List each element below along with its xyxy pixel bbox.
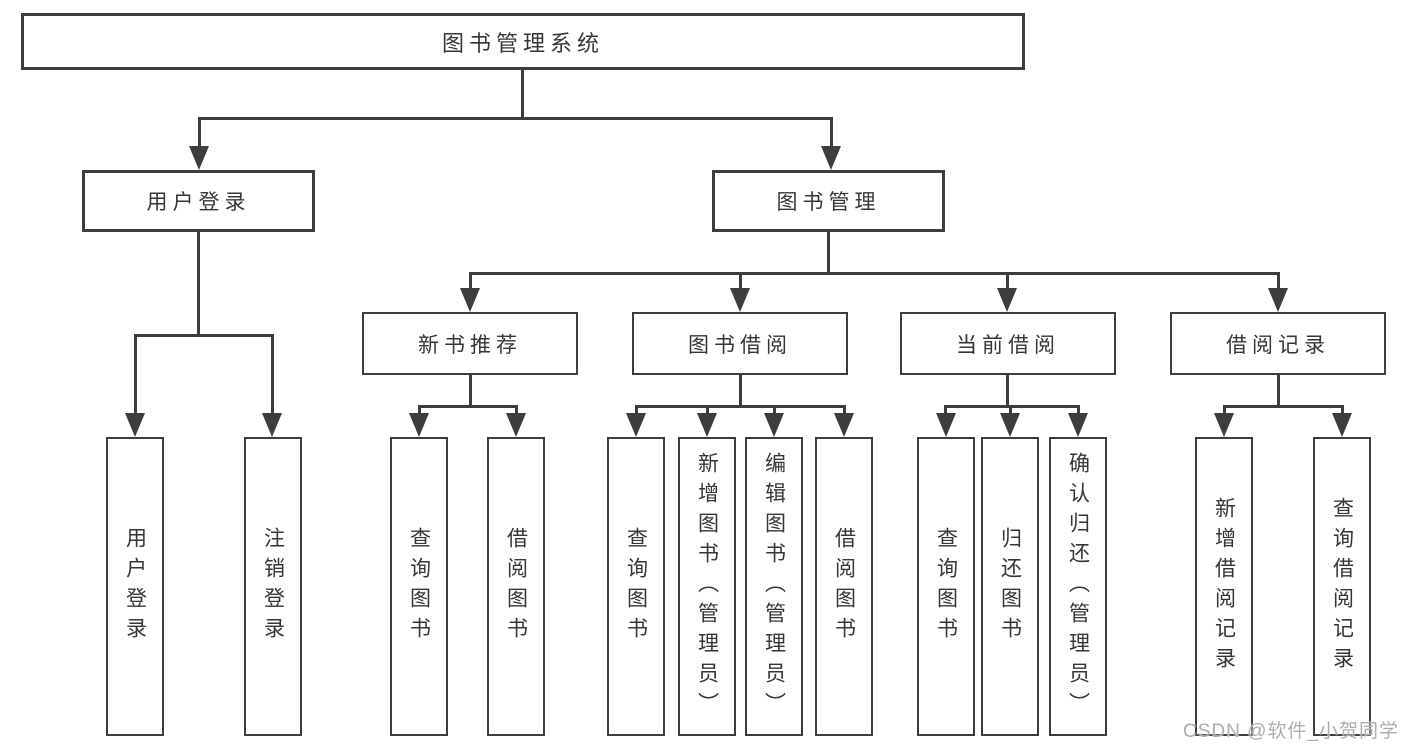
leaf-query-borrow-record-label: 查询借阅记录 <box>1330 496 1354 677</box>
node-root: 图书管理系统 <box>21 13 1025 70</box>
node-book-borrow-label: 图书借阅 <box>688 333 792 357</box>
arrowhead-down-icon <box>460 288 480 312</box>
connector-arrow-shaft <box>739 272 742 289</box>
leaf-return-books: 归还图书 <box>981 437 1039 736</box>
node-book-management: 图书管理 <box>712 170 945 232</box>
leaf-user-login: 用户登录 <box>106 437 164 736</box>
connector-arrow-shaft <box>1006 272 1009 289</box>
node-user-login-label: 用户登录 <box>146 191 251 214</box>
connector-level3-horizontal <box>469 272 1279 275</box>
node-current-borrow-label: 当前借阅 <box>956 333 1060 357</box>
leaf-recommend-query-books: 查询图书 <box>390 437 448 736</box>
arrowhead-down-icon <box>1268 288 1288 312</box>
leaf-add-borrow-record-label: 新增借阅记录 <box>1212 496 1236 677</box>
arrowhead-down-icon <box>936 413 956 437</box>
leaf-current-query-books-label: 查询图书 <box>934 526 958 647</box>
leaf-recommend-borrow-books: 借阅图书 <box>487 437 545 736</box>
leaf-current-query-books: 查询图书 <box>917 437 975 736</box>
node-borrow-records: 借阅记录 <box>1170 312 1386 375</box>
leaf-borrow-books-label: 借阅图书 <box>832 526 856 647</box>
connector-user-login-trunk <box>197 232 200 335</box>
arrowhead-down-icon <box>1068 413 1088 437</box>
connector-arrow-shaft <box>944 405 947 414</box>
node-new-book-recommend-label: 新书推荐 <box>418 333 522 357</box>
connector-arrow-shaft <box>843 405 846 414</box>
leaf-query-borrow-record: 查询借阅记录 <box>1313 437 1371 736</box>
leaf-borrow-query-books: 查询图书 <box>607 437 665 736</box>
node-book-management-label: 图书管理 <box>776 191 881 214</box>
arrowhead-down-icon <box>189 146 209 170</box>
connector-arrow-shaft <box>1223 405 1226 414</box>
connector-arrow-shaft <box>1277 272 1280 289</box>
leaf-logout: 注销登录 <box>244 437 302 736</box>
leaf-borrow-books: 借阅图书 <box>815 437 873 736</box>
arrowhead-down-icon <box>262 413 282 437</box>
leaf-add-books-admin: 新增图书（管理员） <box>678 437 736 736</box>
connector-arrow-shaft <box>198 117 201 147</box>
leaf-add-borrow-record: 新增借阅记录 <box>1195 437 1253 736</box>
connector-group-trunk <box>1277 375 1280 406</box>
connector-arrow-shaft <box>271 334 274 414</box>
arrowhead-down-icon <box>821 146 841 170</box>
arrowhead-down-icon <box>997 288 1017 312</box>
connector-arrow-shaft <box>1009 405 1012 414</box>
arrowhead-down-icon <box>626 413 646 437</box>
connector-arrow-shaft <box>773 405 776 414</box>
leaf-recommend-borrow-books-label: 借阅图书 <box>504 526 528 647</box>
connector-group-trunk <box>739 375 742 406</box>
node-new-book-recommend: 新书推荐 <box>362 312 578 375</box>
arrowhead-down-icon <box>125 413 145 437</box>
arrowhead-down-icon <box>697 413 717 437</box>
arrowhead-down-icon <box>1214 413 1234 437</box>
connector-arrow-shaft <box>830 117 833 147</box>
leaf-user-login-label: 用户登录 <box>123 526 147 647</box>
node-borrow-records-label: 借阅记录 <box>1226 333 1330 357</box>
node-book-borrow: 图书借阅 <box>632 312 848 375</box>
node-user-login: 用户登录 <box>82 170 315 232</box>
arrowhead-down-icon <box>409 413 429 437</box>
connector-root-trunk <box>521 70 524 118</box>
connector-group-trunk <box>469 375 472 406</box>
connector-group-horizontal <box>944 405 1080 408</box>
arrowhead-down-icon <box>730 288 750 312</box>
leaf-edit-books-admin: 编辑图书（管理员） <box>745 437 803 736</box>
leaf-confirm-return-admin-label: 确认归还（管理员） <box>1066 451 1090 722</box>
connector-arrow-shaft <box>515 405 518 414</box>
leaf-logout-label: 注销登录 <box>261 526 285 647</box>
connector-level2-horizontal <box>198 117 832 120</box>
connector-arrow-shaft <box>1341 405 1344 414</box>
connector-arrow-shaft <box>418 405 421 414</box>
leaf-confirm-return-admin: 确认归还（管理员） <box>1049 437 1107 736</box>
leaf-borrow-query-books-label: 查询图书 <box>624 526 648 647</box>
leaf-return-books-label: 归还图书 <box>998 526 1022 647</box>
arrowhead-down-icon <box>834 413 854 437</box>
connector-group-horizontal <box>635 405 845 408</box>
arrowhead-down-icon <box>1332 413 1352 437</box>
connector-arrow-shaft <box>469 272 472 289</box>
connector-arrow-shaft <box>635 405 638 414</box>
connector-group-horizontal <box>1223 405 1344 408</box>
csdn-watermark: CSDN @软件_小贺同学 <box>1183 721 1399 742</box>
arrowhead-down-icon <box>764 413 784 437</box>
connector-arrow-shaft <box>1077 405 1080 414</box>
connector-group-trunk <box>1006 375 1009 406</box>
connector-arrow-shaft <box>134 334 137 414</box>
leaf-edit-books-admin-label: 编辑图书（管理员） <box>762 451 786 722</box>
node-root-label: 图书管理系统 <box>441 30 604 56</box>
connector-group-horizontal <box>418 405 518 408</box>
leaf-add-books-admin-label: 新增图书（管理员） <box>695 451 719 722</box>
connector-arrow-shaft <box>706 405 709 414</box>
connector-book-management-trunk <box>827 232 830 273</box>
leaf-recommend-query-books-label: 查询图书 <box>407 526 431 647</box>
arrowhead-down-icon <box>1000 413 1020 437</box>
node-current-borrow: 当前借阅 <box>900 312 1116 375</box>
arrowhead-down-icon <box>506 413 526 437</box>
connector-user-login-horizontal <box>134 334 274 337</box>
